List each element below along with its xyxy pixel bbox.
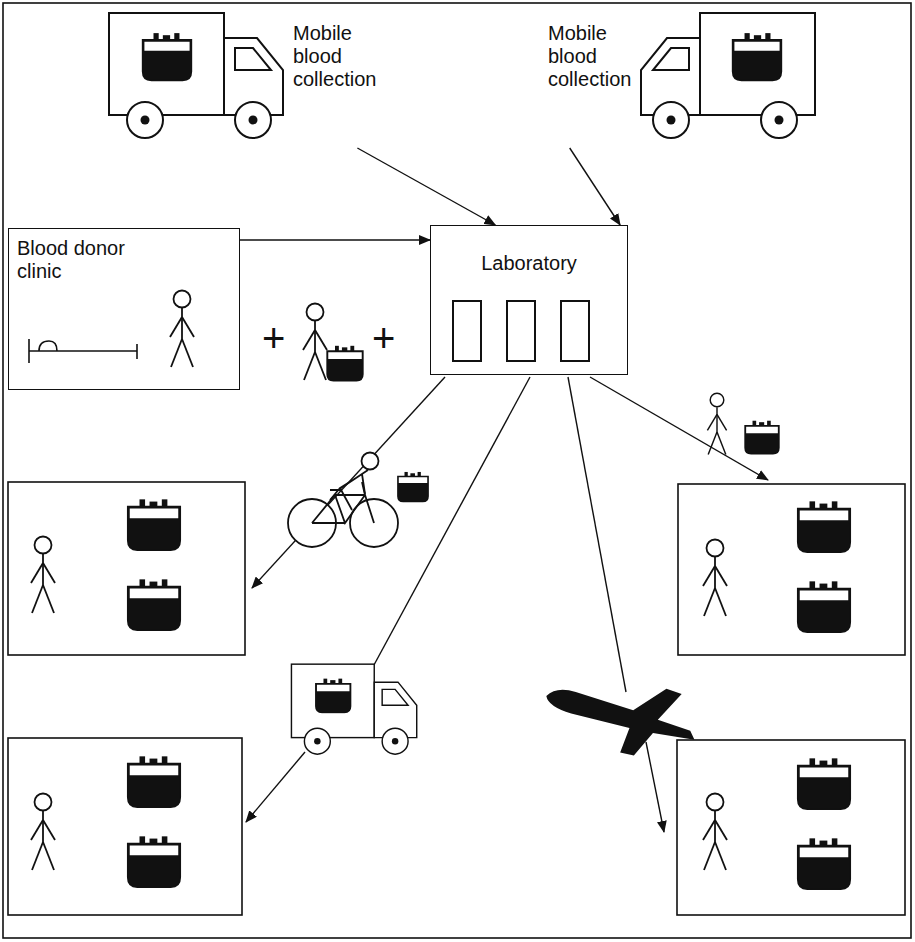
laboratory-box: Laboratory — [430, 225, 628, 375]
plus-sign: + — [262, 318, 285, 358]
node-label: Blood donor clinic — [9, 229, 137, 283]
node-label: Laboratory — [431, 226, 627, 275]
truck-icon — [105, 8, 287, 148]
truck-caption: Mobile blood collection — [548, 8, 631, 91]
node-label: Mobile blood collection — [548, 22, 631, 91]
mobile-collection-truck: Mobile blood collection — [105, 8, 376, 148]
lab-equipment — [431, 226, 611, 376]
plus-sign: + — [372, 318, 395, 358]
node-label: Mobile blood collection — [293, 22, 376, 91]
truck-icon — [637, 8, 819, 148]
mobile-collection-truck: Mobile blood collection — [548, 8, 819, 148]
flow-arrow — [357, 148, 495, 225]
flow-arrow — [570, 148, 620, 225]
flow-arrow — [240, 239, 430, 240]
clinic-box: Blood donor clinic — [8, 228, 240, 390]
truck-caption: Mobile blood collection — [293, 8, 376, 91]
